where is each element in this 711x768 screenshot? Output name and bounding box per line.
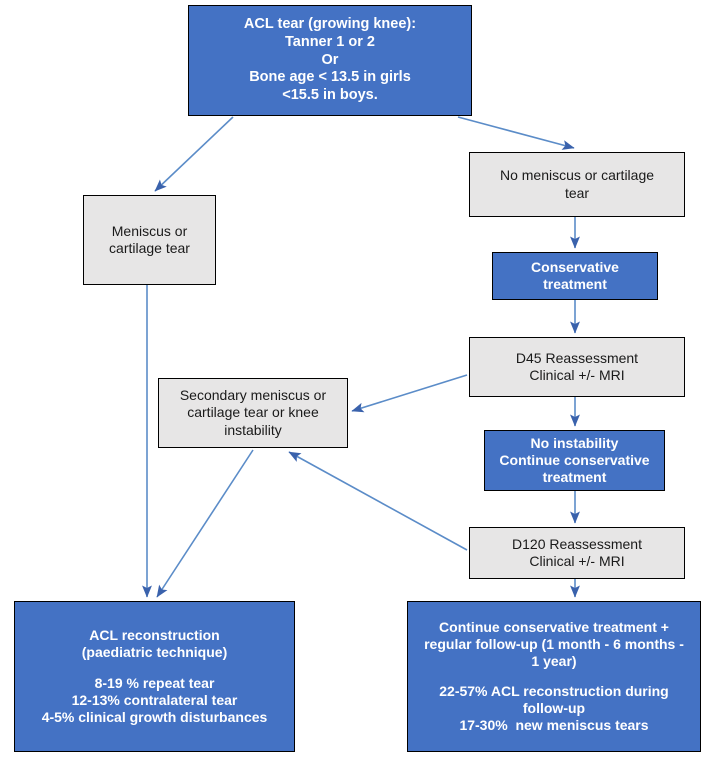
node-line: <15.5 in boys. <box>282 87 378 104</box>
node-line: Meniscus or <box>111 222 188 239</box>
node-line: follow-up <box>522 700 586 717</box>
node-line: D120 Reassessment <box>512 535 642 552</box>
node-line: tear <box>564 184 590 201</box>
node-line: ACL tear (growing knee): <box>243 16 417 33</box>
node-line: 8-19 % repeat tear <box>94 674 215 691</box>
node-continue-conservative-treatment[interactable]: Continue conservative treatment + regula… <box>407 601 701 752</box>
node-line: Secondary meniscus or <box>179 387 327 404</box>
node-line: 17-30% new meniscus tears <box>459 717 649 734</box>
node-secondary-meniscus-or-cartilage-tear-or-knee-instability[interactable]: Secondary meniscus or cartilage tear or … <box>158 378 348 448</box>
edge-d120-to-secondary <box>288 451 468 551</box>
node-line: 22-57% ACL reconstruction during <box>439 683 669 700</box>
edge-acl-tear-to-no-meniscus <box>457 116 575 150</box>
node-line: Clinical +/- MRI <box>529 553 625 569</box>
node-line: Continue conservative treatment + <box>439 618 669 635</box>
node-line: instability <box>224 421 282 438</box>
node-line: (paediatric technique) <box>81 644 228 661</box>
node-line: D45 Reassessment <box>515 349 639 366</box>
node-line: cartilage tear or knee <box>187 404 319 421</box>
node-line: treatment <box>543 276 607 292</box>
node-line: Clinical +/- MRI <box>529 367 625 383</box>
node-line: treatment <box>542 469 607 486</box>
node-no-instability-continue-conservative-treatment[interactable]: No instability Continue conservative tre… <box>484 430 665 491</box>
node-line: No instability <box>530 434 619 451</box>
edge-secondary-to-acl-reconstruction <box>156 449 254 598</box>
node-no-meniscus-or-cartilage-tear[interactable]: No meniscus or cartilage tear <box>469 152 685 217</box>
node-line: regular follow-up (1 month - 6 months - <box>424 635 684 652</box>
node-line: No meniscus or cartilage <box>499 167 655 184</box>
node-conservative-treatment[interactable]: Conservative treatment <box>492 252 658 300</box>
node-line: 4-5% clinical growth disturbances <box>41 708 268 725</box>
node-acl-tear[interactable]: ACL tear (growing knee): Tanner 1 or 2 O… <box>188 5 472 116</box>
node-line: Tanner 1 or 2 <box>285 33 375 50</box>
node-line: Conservative <box>531 258 619 275</box>
node-line: ACL reconstruction <box>89 627 220 644</box>
node-line: 1 year) <box>531 652 577 669</box>
node-line: cartilage tear <box>109 240 190 256</box>
edge-acl-tear-to-meniscus <box>154 116 234 192</box>
node-d45-reassessment[interactable]: D45 Reassessment Clinical +/- MRI <box>469 337 685 397</box>
node-line: Bone age < 13.5 in girls <box>249 69 411 86</box>
edge-d45-to-secondary <box>351 374 468 413</box>
node-line: Continue conservative <box>499 451 650 468</box>
node-meniscus-or-cartilage-tear[interactable]: Meniscus or cartilage tear <box>83 195 216 285</box>
node-acl-reconstruction[interactable]: ACL reconstruction (paediatric technique… <box>14 601 295 752</box>
node-line: Or <box>321 51 339 68</box>
node-d120-reassessment[interactable]: D120 Reassessment Clinical +/- MRI <box>469 527 685 579</box>
node-line: 12-13% contralateral tear <box>71 691 238 708</box>
